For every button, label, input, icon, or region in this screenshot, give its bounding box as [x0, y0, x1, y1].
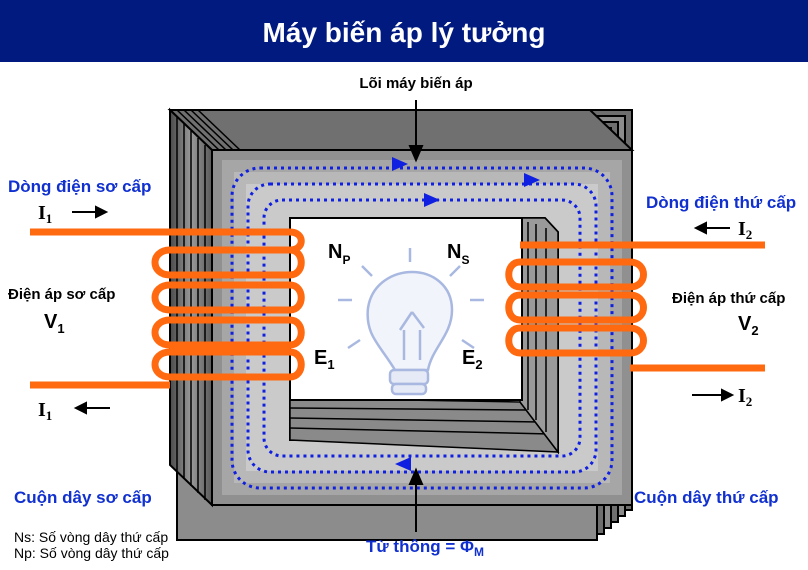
flux-label: Từ thông = ΦM	[366, 537, 484, 559]
secondary-coil	[505, 241, 765, 372]
flux-arrows	[392, 157, 540, 471]
v1-symbol: V1	[44, 311, 65, 336]
secondary-voltage-label: Điện áp thứ cấp	[672, 290, 785, 307]
ns-symbol: NS	[447, 241, 469, 267]
secondary-coil-label: Cuộn dây thứ cấp	[634, 488, 779, 507]
secondary-current-label: Dòng điện thứ cấp	[646, 193, 796, 212]
primary-voltage-label: Điện áp sơ cấp	[8, 286, 115, 303]
np-symbol: NP	[328, 241, 350, 267]
primary-coil-label: Cuộn dây sơ cấp	[14, 488, 152, 507]
np-note: Np: Số vòng dây thứ cấp	[14, 545, 169, 561]
primary-current-label: Dòng điện sơ cấp	[8, 177, 151, 196]
e1-symbol: E1	[314, 347, 335, 372]
e2-symbol: E2	[462, 347, 483, 372]
primary-coil	[30, 228, 305, 389]
lightbulb-icon	[338, 248, 484, 396]
page-title: Máy biến áp lý tưởng	[0, 0, 808, 62]
ns-note: Ns: Số vòng dây thứ cấp	[14, 529, 168, 545]
core-label: Lõi máy biến áp	[359, 75, 472, 92]
i2-top-symbol: I2	[738, 218, 752, 242]
current-arrows	[72, 205, 735, 415]
i2-bottom-symbol: I2	[738, 385, 752, 409]
i1-top-symbol: I1	[38, 202, 52, 226]
i1-bottom-symbol: I1	[38, 399, 52, 423]
pointer-arrows	[408, 100, 424, 532]
v2-symbol: V2	[738, 313, 759, 338]
